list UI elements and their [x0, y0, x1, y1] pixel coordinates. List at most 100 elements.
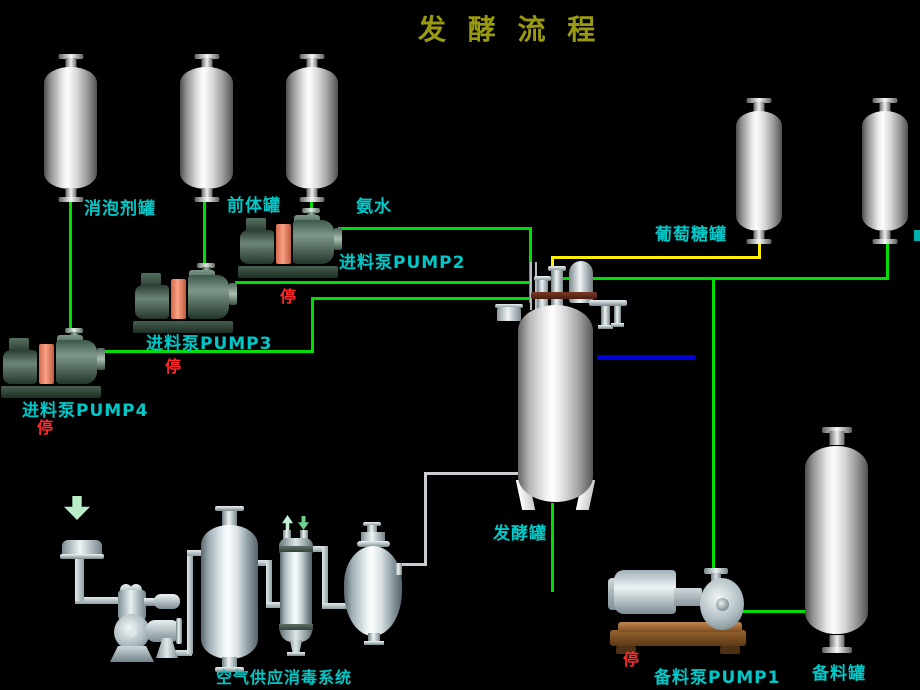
- tank-flange: [872, 98, 898, 103]
- fermenter-manifold-bar: [531, 292, 597, 299]
- tank-flange: [58, 54, 83, 59]
- pump-casing-eye: [716, 598, 729, 611]
- tank-flange: [821, 647, 852, 653]
- vessel-side-nozzle: [395, 563, 402, 575]
- tank-flange: [299, 197, 325, 202]
- flow-up-arrow-icon: [282, 515, 293, 530]
- fermenter-nozzle: [551, 270, 563, 310]
- fermenter-nozzle-flange: [534, 276, 551, 281]
- pump-coupling-guard: [39, 344, 54, 384]
- label-pump2: 进料泵PUMP2: [339, 253, 466, 273]
- status-pump4: 停: [37, 418, 54, 437]
- feed-pump-4: [1, 328, 105, 398]
- tank-nozzle: [879, 102, 891, 112]
- fermenter: [495, 258, 630, 513]
- pipe-air-out-horizontal: [400, 563, 427, 566]
- status-pump2: 停: [280, 287, 297, 306]
- tank-nozzle: [65, 58, 76, 68]
- pump-baseplate: [238, 266, 338, 278]
- tank-nozzle: [879, 230, 891, 240]
- label-tank-spare: 备料罐: [812, 664, 866, 684]
- tank-body: [736, 111, 782, 231]
- pipe-air-to-fermenter: [424, 472, 518, 475]
- tank-flange: [215, 506, 244, 511]
- pump-coupling-guard: [276, 224, 291, 264]
- tank-flange: [821, 427, 852, 433]
- pipe-hx-out: [313, 546, 327, 552]
- status-pump1: 停: [623, 650, 640, 669]
- pipe-glucose-drop: [758, 240, 761, 259]
- pump-base-rim: [618, 622, 742, 632]
- pipe-airtank-drop: [266, 560, 272, 607]
- pump-casing: [56, 340, 97, 384]
- pump-coupling-guard: [171, 279, 186, 319]
- hx-top-nozzle: [283, 530, 291, 540]
- fermenter-side-pipe: [614, 306, 621, 325]
- label-tank-glucose: 葡萄糖罐: [655, 225, 727, 245]
- label-pump4: 进料泵PUMP4: [22, 401, 149, 421]
- tank-flange: [746, 98, 772, 103]
- tank-body: [180, 67, 233, 189]
- tank-nozzle: [65, 188, 76, 198]
- tank-glucose: [736, 98, 782, 244]
- tank-nozzle: [222, 657, 237, 669]
- pump-inlet-nozzle: [711, 573, 721, 582]
- hx-bottom-cone: [289, 640, 303, 654]
- label-pump1: 备料泵PUMP1: [654, 668, 781, 688]
- fermenter-side-port-lip: [495, 304, 523, 308]
- pipe-to-vessel: [322, 603, 348, 609]
- pump-motor: [614, 570, 676, 614]
- compressor-outlet-flange: [176, 618, 182, 644]
- pump-motor: [240, 230, 274, 264]
- flow-down-arrow-icon: [298, 516, 309, 530]
- fermenter-nozzle-flange: [548, 266, 566, 271]
- pump-motor-endcap: [608, 578, 617, 610]
- fermenter-top-pipe: [530, 262, 532, 310]
- pipe-pump1-riser: [712, 277, 715, 577]
- tank-flange: [746, 239, 772, 244]
- pump-foot: [720, 646, 740, 654]
- tank-nozzle: [222, 511, 237, 527]
- label-fermenter: 发酵罐: [493, 524, 547, 544]
- compressor-skirt: [110, 646, 154, 662]
- air-compressor: [100, 582, 195, 664]
- air-intake-cap: [62, 540, 102, 556]
- pipe-pump2-discharge: [338, 227, 531, 230]
- pipe-pump3-discharge: [235, 281, 531, 284]
- vessel-body: [344, 546, 402, 636]
- hx-tubesheet: [279, 624, 313, 631]
- fermenter-body: [518, 305, 593, 502]
- pipe-antifoam-to-pump4: [69, 198, 72, 332]
- tank-nozzle: [829, 635, 844, 649]
- air-sterile-vessel: [344, 515, 402, 647]
- vessel-top-nozzle: [367, 525, 377, 535]
- compressor-hub: [128, 628, 137, 637]
- hx-bottom-flange: [287, 652, 305, 656]
- pipe-intake-bend: [75, 597, 120, 604]
- pump-casing: [293, 220, 334, 264]
- status-pump3: 停: [165, 357, 182, 376]
- pump-inlet-flange: [65, 328, 83, 333]
- pump-casing: [188, 275, 229, 319]
- fermenter-pipe-flange: [611, 323, 624, 327]
- hx-top-nozzle: [300, 530, 308, 540]
- tank-nozzle: [306, 58, 318, 68]
- hx-top-cap: [279, 538, 313, 548]
- pipe-to-airtank: [187, 550, 205, 556]
- pump-outlet-flange: [334, 228, 342, 250]
- tank-body: [201, 525, 258, 659]
- pipe-glucose-run: [551, 256, 761, 259]
- pump-inlet-flange: [302, 208, 320, 213]
- feed-pump-2: [238, 208, 342, 278]
- pipe-pump4-to-fermenter: [311, 297, 531, 300]
- pump-inlet-flange: [197, 263, 215, 268]
- pipe-pump4-discharge: [100, 350, 314, 353]
- pipe-fermenter-blue-line: [597, 355, 695, 360]
- tank-flange: [194, 197, 219, 202]
- vessel-bottom-flange: [364, 641, 384, 645]
- pump-outlet-flange: [97, 348, 105, 370]
- pipe-to-hx: [266, 602, 282, 608]
- pump-motor: [3, 350, 37, 384]
- pipe-pump4-riser: [311, 297, 314, 353]
